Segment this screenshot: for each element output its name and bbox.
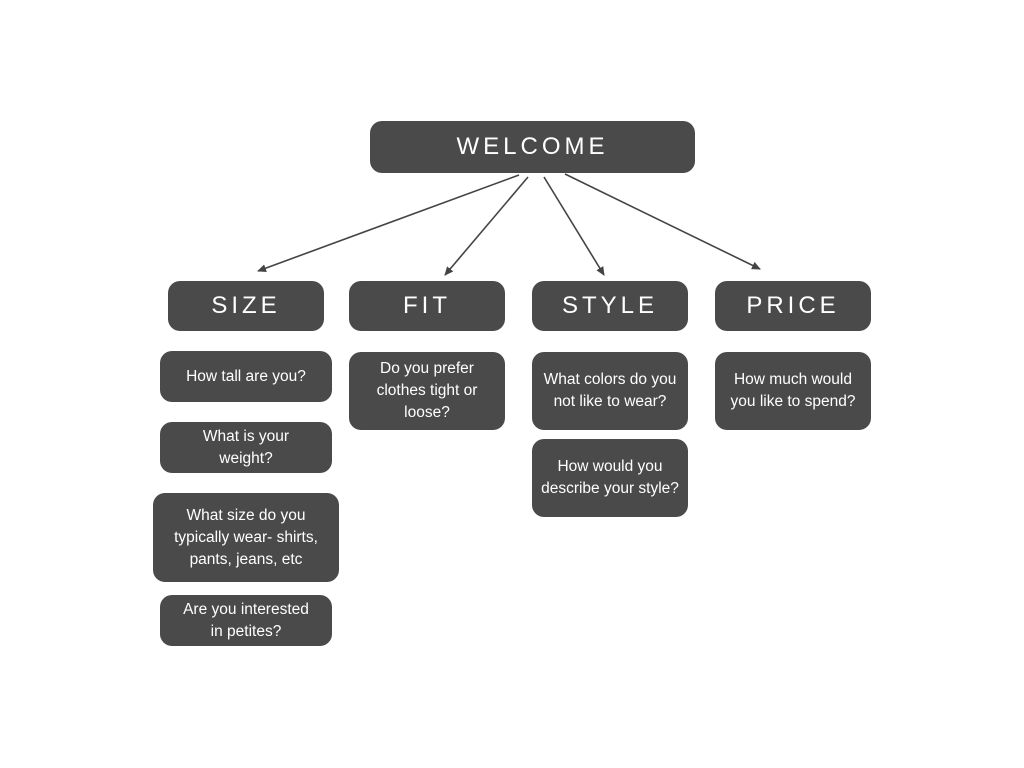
fit-question-tight-or-loose: Do you prefer clothes tight or loose? [349,352,505,430]
size-question-petites: Are you interested in petites? [160,595,332,646]
size-question-weight: What is your weight? [160,422,332,473]
size-question-height: How tall are you? [160,351,332,402]
question-text: Are you interested in petites? [183,600,309,640]
style-question-colors: What colors do you not like to wear? [532,352,688,430]
arrow-to-style [543,176,605,276]
price-question-spend: How much would you like to spend? [715,352,871,430]
question-text: How much would you like to spend? [730,371,856,410]
style-question-describe: How would you describe your style? [532,439,688,517]
size-question-typical-size: What size do you typically wear- shirts,… [153,493,339,582]
question-text: Do you prefer clothes tight or loose? [376,360,478,421]
question-text: What colors do you not like to wear? [543,371,677,410]
arrow-to-fit [444,176,529,276]
price-node: PRICE [715,281,871,331]
fit-node: FIT [349,281,505,331]
welcome-node: WELCOME [370,121,695,173]
question-text: How would you describe your style? [541,458,679,497]
question-text: What is your weight? [202,427,290,467]
question-text: How tall are you? [186,367,306,385]
style-node: STYLE [532,281,688,331]
arrow-to-price [564,173,761,270]
question-text: What size do you typically wear- shirts,… [174,506,318,568]
arrow-to-size [257,174,520,272]
size-node: SIZE [168,281,324,331]
